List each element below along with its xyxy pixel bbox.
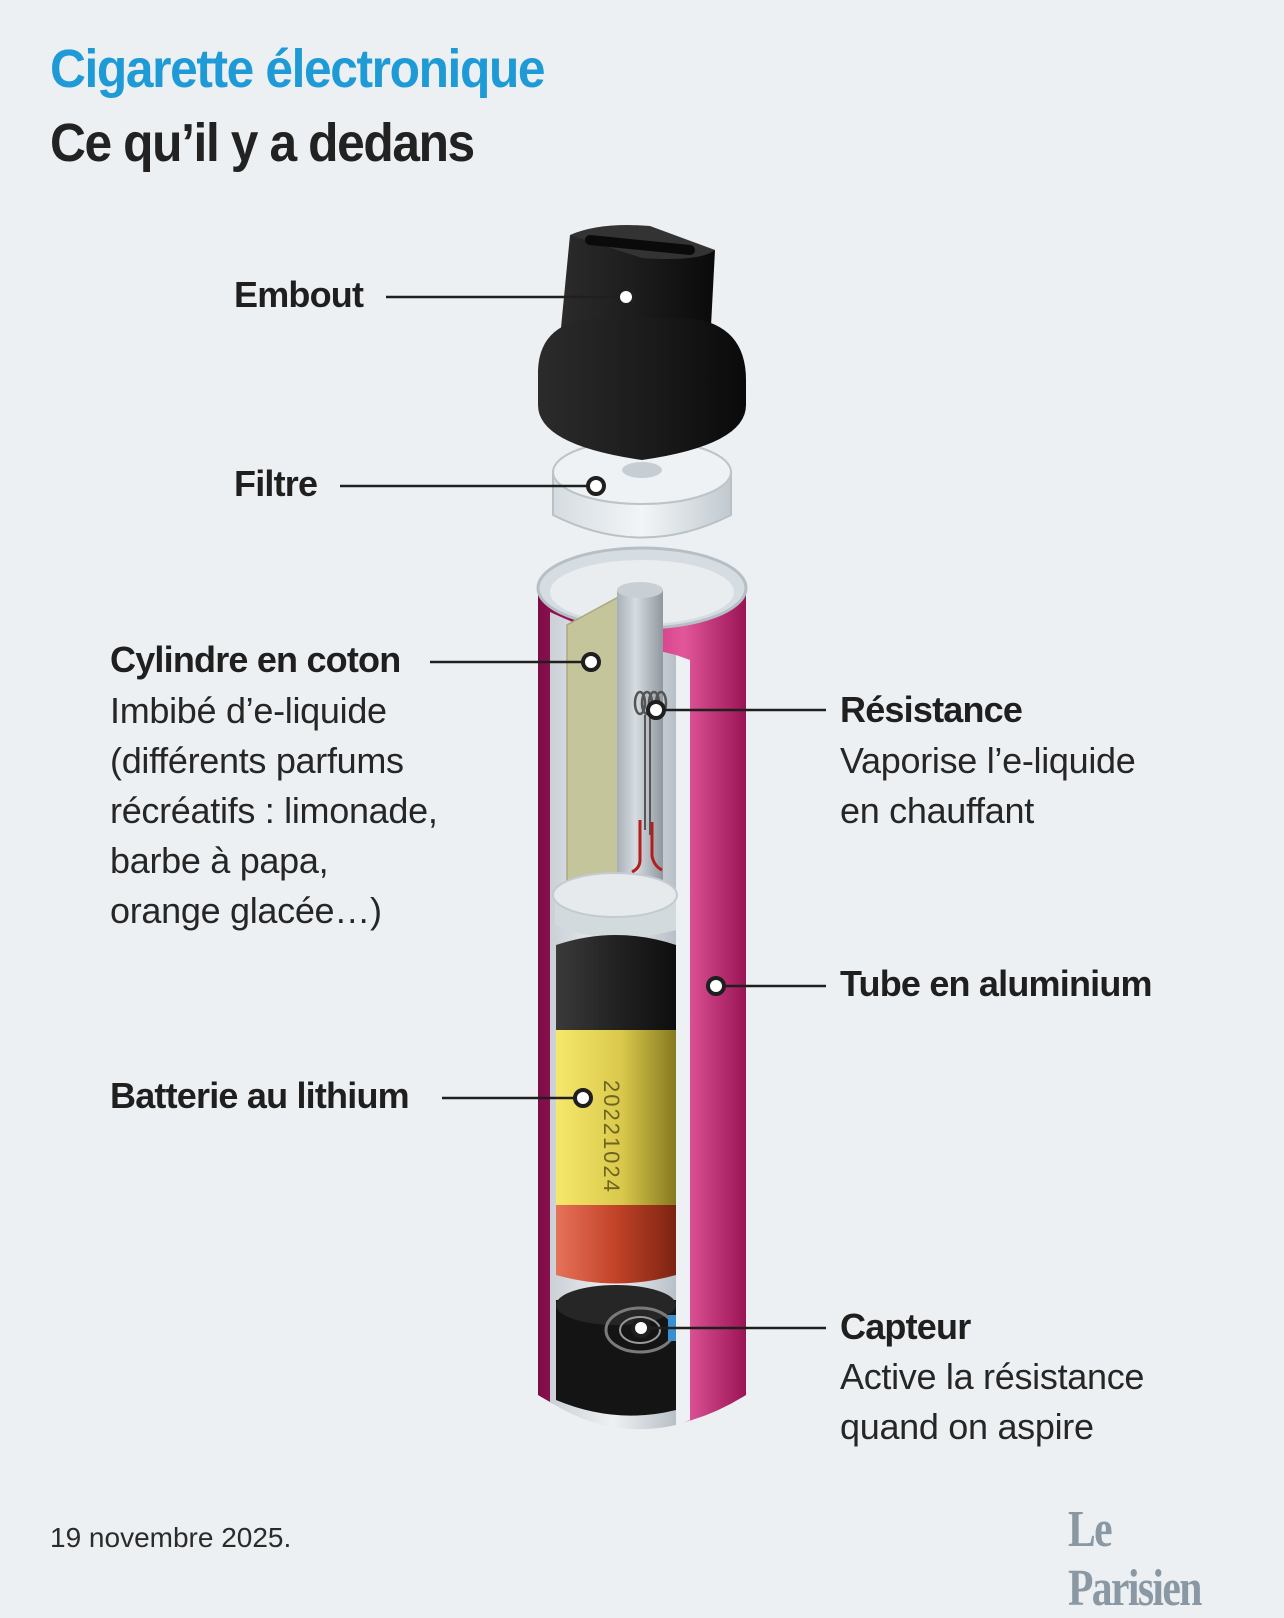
label-batterie: Batterie au lithium xyxy=(110,1075,410,1116)
desc-resistance: Vaporise l’e-liquide en chauffant xyxy=(840,740,1136,831)
publication-date: 19 novembre 2025. xyxy=(50,1522,292,1553)
mouthpiece xyxy=(538,225,746,460)
separator-disk xyxy=(552,872,678,938)
leader-lines xyxy=(340,287,826,1338)
cotton-cylinder xyxy=(566,593,623,917)
desc-capteur: Active la résistance quand on aspire xyxy=(840,1356,1145,1447)
page-subtitle: Ce qu’il y a dedans xyxy=(50,113,475,173)
label-tube: Tube en aluminium xyxy=(840,963,1153,1004)
le-parisien-logo: Le Parisien xyxy=(1068,1501,1202,1617)
label-embout: Embout xyxy=(234,274,364,315)
label-capteur: Capteur xyxy=(840,1306,971,1347)
label-filtre: Filtre xyxy=(234,463,318,504)
page-title: Cigarette électronique xyxy=(50,39,546,99)
desc-cylindre: Imbibé d’e-liquide (différents parfums r… xyxy=(110,690,438,931)
label-resistance: Résistance xyxy=(840,689,1023,730)
battery-print: 20221024 xyxy=(599,1080,624,1194)
lithium-battery: 20221024 xyxy=(556,935,676,1284)
sensor xyxy=(556,1285,676,1416)
label-cylindre: Cylindre en coton xyxy=(110,639,401,680)
